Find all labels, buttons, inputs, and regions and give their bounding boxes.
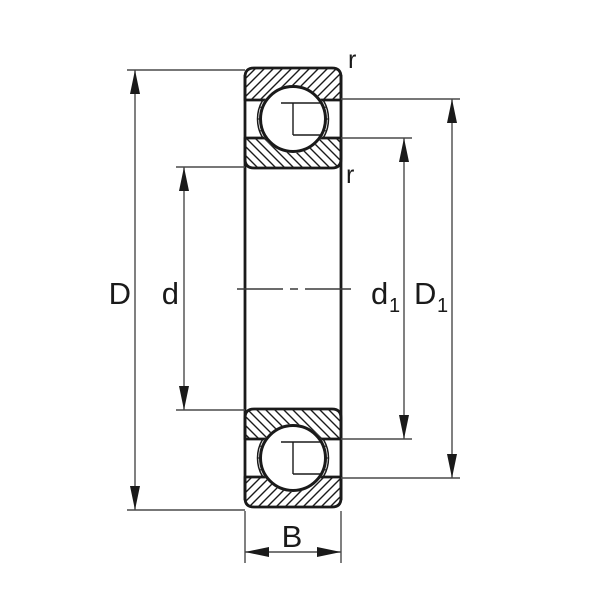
cage-mark-top <box>281 102 320 136</box>
dimension-arrows <box>130 70 457 557</box>
arrow-D-up <box>130 70 140 94</box>
arrow-d-down <box>179 386 189 410</box>
arrow-B-right <box>317 547 341 557</box>
label-outer-shoulder-main: D <box>414 276 436 311</box>
label-radius-inner: r <box>346 161 354 189</box>
arrow-D-down <box>130 486 140 510</box>
label-bore-diameter: d <box>162 276 179 311</box>
arrow-d-up <box>179 167 189 191</box>
label-inner-shoulder-main: d <box>371 276 388 311</box>
arrow-D1-down <box>447 454 457 478</box>
arrow-d1-up <box>399 138 409 162</box>
bearing-section <box>237 66 353 509</box>
label-radius-outer: r <box>348 46 356 74</box>
dimension-lines <box>127 69 460 563</box>
label-outer-diameter: D <box>109 276 131 311</box>
cage-mark-bottom <box>281 441 320 475</box>
arrow-D1-up <box>447 99 457 123</box>
arrow-B-left <box>245 547 269 557</box>
outer-ring-top-section <box>243 66 343 102</box>
label-width: B <box>282 519 303 554</box>
label-inner-shoulder-sub: 1 <box>389 295 400 317</box>
arrow-d1-down <box>399 415 409 439</box>
label-outer-shoulder-sub: 1 <box>437 295 448 317</box>
